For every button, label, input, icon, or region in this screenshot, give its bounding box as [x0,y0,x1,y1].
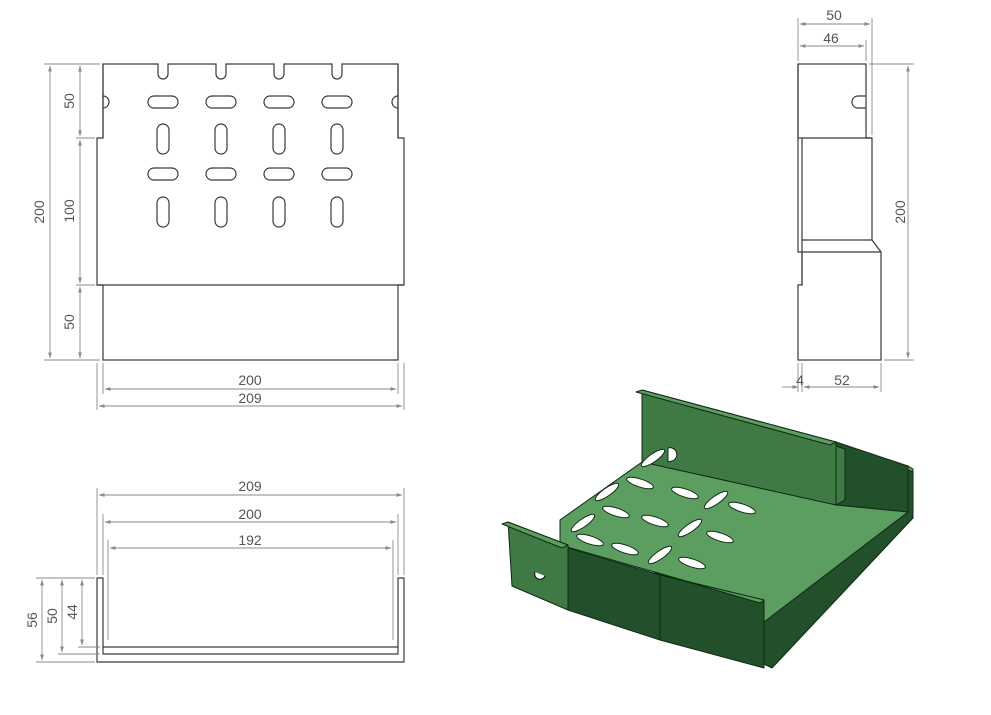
front-view-slots [147,95,353,228]
side-dim-inner-width: 46 [823,30,839,46]
side-dim-outer-width: 50 [826,7,842,23]
bottom-dim-mid-width: 200 [238,506,262,522]
front-dim-overall-height: 200 [31,200,47,224]
bottom-dim-outer-height: 56 [24,612,40,628]
front-dim-outer-width: 209 [238,390,262,406]
bottom-dim-outer-width: 209 [238,478,262,494]
side-view-outline [797,63,882,361]
front-view-outline [96,63,405,361]
front-dim-inner-width: 200 [238,372,262,388]
front-view: 200 50 100 50 200 209 [31,63,405,410]
side-view: 50 46 200 4 52 [782,7,914,392]
bottom-dim-inner-width: 192 [238,532,262,548]
side-dim-height: 200 [892,200,908,224]
front-dim-top-band: 50 [61,93,77,109]
side-dim-offset: 4 [796,372,804,388]
bottom-dim-mid-height: 50 [44,608,60,624]
isometric-part-view [501,389,914,669]
iso-floor-slots [570,448,756,570]
side-dim-lower-width: 52 [834,372,850,388]
bottom-view: 209 200 192 56 50 44 [24,478,405,663]
front-dim-middle-band: 100 [61,199,77,223]
front-dim-bottom-band: 50 [61,314,77,330]
bottom-dim-inner-height: 44 [64,604,80,620]
bottom-view-profile [96,577,405,663]
